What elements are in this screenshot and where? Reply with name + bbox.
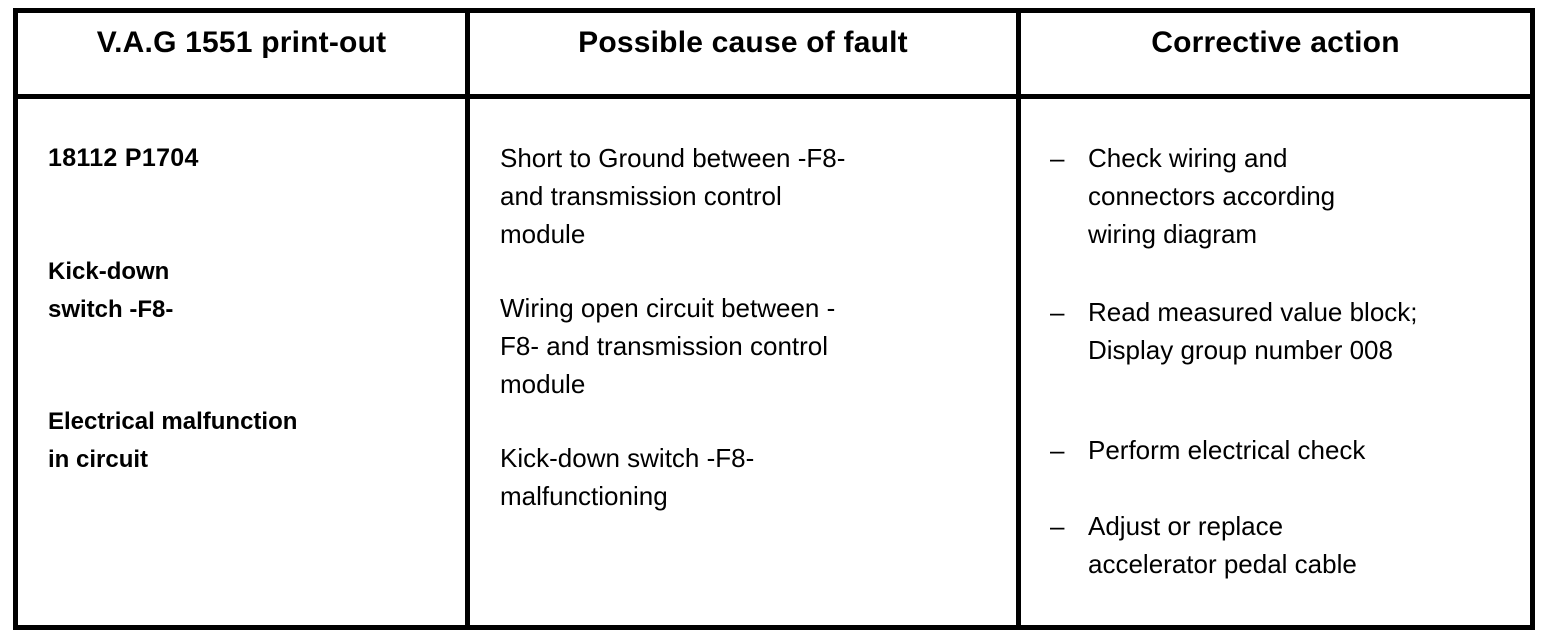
dash-bullet-icon: –: [1050, 297, 1065, 327]
cause-entry-short-to-ground-line-1: Short to Ground between -F8-: [500, 143, 846, 173]
action-item-check-wiring-line-2: connectors according: [1088, 181, 1336, 211]
cause-entry-short-to-ground: Short to Ground between -F8- and transmi…: [500, 139, 1002, 253]
printout-entry-electrical: Electrical malfunction in circuit: [48, 403, 451, 479]
cause-entry-open-circuit-line-1: Wiring open circuit between -: [500, 293, 836, 323]
printout-entry-code-line-1: 18112 P1704: [48, 144, 199, 172]
action-item-perform-electrical-check-line-1: Perform electrical check: [1088, 435, 1366, 465]
cell-cause: Short to Ground between -F8- and transmi…: [470, 99, 1016, 625]
action-item-check-wiring-line-1: Check wiring and: [1088, 143, 1288, 173]
cause-entry-short-to-ground-line-2: and transmission control: [500, 181, 782, 211]
action-item-adjust-or-replace-cable: – Adjust or replace accelerator pedal ca…: [1050, 507, 1516, 583]
action-item-check-wiring: – Check wiring and connectors according …: [1050, 139, 1516, 253]
fault-code-table: V.A.G 1551 print-out Possible cause of f…: [13, 8, 1535, 630]
printout-entry-electrical-line-1: Electrical malfunction: [48, 408, 298, 435]
printout-entry-code: 18112 P1704: [48, 139, 451, 177]
printout-entry-electrical-line-2: in circuit: [48, 446, 149, 473]
printout-entry-kickdown: Kick-down switch -F8-: [48, 253, 451, 329]
action-item-read-measured-value-block: – Read measured value block; Display gro…: [1050, 293, 1516, 369]
printout-entry-kickdown-line-2: switch -F8-: [48, 296, 174, 323]
action-item-adjust-or-replace-cable-line-1: Adjust or replace: [1088, 511, 1284, 541]
column-header-printout-label: V.A.G 1551 print-out: [96, 26, 387, 59]
cause-entry-switch-malfunction-line-2: malfunctioning: [500, 481, 668, 511]
dash-bullet-icon: –: [1050, 511, 1065, 541]
table-body-row: 18112 P1704 Kick-down switch -F8- Electr…: [18, 99, 1530, 625]
cause-entry-open-circuit-line-2: F8- and transmission control: [500, 331, 829, 361]
column-header-cause: Possible cause of fault: [470, 13, 1016, 99]
dash-bullet-icon: –: [1050, 143, 1065, 173]
column-divider-2: [1016, 13, 1021, 625]
action-item-perform-electrical-check: – Perform electrical check: [1050, 431, 1516, 469]
cause-entry-open-circuit-line-3: module: [500, 369, 586, 399]
cause-entry-open-circuit: Wiring open circuit between - F8- and tr…: [500, 289, 1002, 403]
action-item-read-measured-value-block-line-2: Display group number 008: [1088, 335, 1393, 365]
column-header-cause-label: Possible cause of fault: [578, 26, 908, 59]
action-item-read-measured-value-block-line-1: Read measured value block;: [1088, 297, 1418, 327]
column-divider-1: [465, 13, 470, 625]
printout-entry-kickdown-line-1: Kick-down: [48, 258, 170, 285]
cell-action: – Check wiring and connectors according …: [1021, 99, 1530, 625]
dash-bullet-icon: –: [1050, 435, 1065, 465]
cell-printout: 18112 P1704 Kick-down switch -F8- Electr…: [18, 99, 465, 625]
action-item-check-wiring-line-3: wiring diagram: [1088, 219, 1258, 249]
column-header-action-label: Corrective action: [1151, 26, 1400, 59]
table-header-row: V.A.G 1551 print-out Possible cause of f…: [18, 13, 1530, 99]
cause-entry-switch-malfunction-line-1: Kick-down switch -F8-: [500, 443, 755, 473]
action-item-adjust-or-replace-cable-line-2: accelerator pedal cable: [1088, 549, 1357, 579]
column-header-printout: V.A.G 1551 print-out: [18, 13, 465, 99]
column-header-action: Corrective action: [1021, 13, 1530, 99]
cause-entry-short-to-ground-line-3: module: [500, 219, 586, 249]
cause-entry-switch-malfunction: Kick-down switch -F8- malfunctioning: [500, 439, 1002, 515]
